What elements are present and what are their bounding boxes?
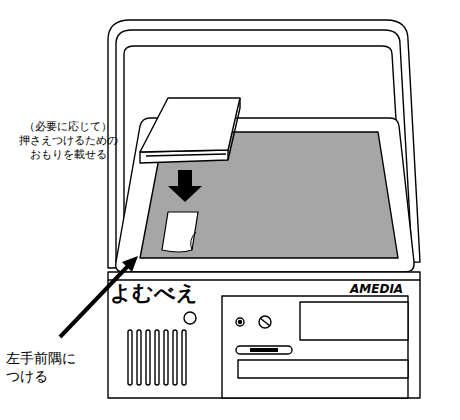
- paper-sheet: [162, 212, 198, 252]
- slot: [238, 360, 408, 378]
- body-lip: [108, 279, 420, 280]
- corner-note: 左手前隅に つける: [6, 350, 86, 385]
- weight-book: [140, 98, 240, 163]
- down-arrow: [168, 170, 202, 202]
- paper-curl: [191, 232, 196, 250]
- front-panel: [222, 296, 408, 398]
- weight-note: （必要に応じて） 押さえつけるための おもりを載せる: [12, 120, 124, 161]
- maker-name: AMEDIA: [350, 282, 420, 297]
- screw: [259, 316, 271, 328]
- brand-logo: よむべえ: [110, 280, 220, 306]
- scanner-lid: [108, 20, 420, 268]
- indicator: [236, 318, 244, 326]
- scanner-body: [108, 272, 420, 398]
- connector-port: [236, 346, 292, 354]
- lid-rim: [116, 30, 412, 262]
- drive-bay: [300, 302, 408, 340]
- power-button: [184, 312, 196, 324]
- vent-slots: [128, 330, 186, 385]
